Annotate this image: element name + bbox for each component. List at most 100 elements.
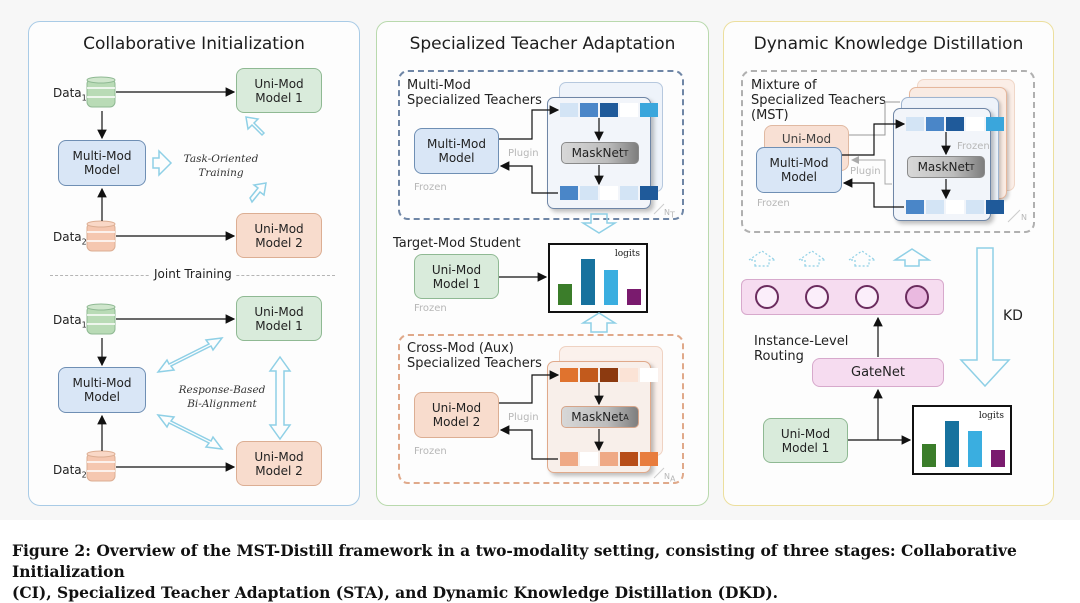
instance-level-routing-label: Instance-Level Routing: [754, 334, 849, 364]
feature-token: [640, 452, 658, 466]
panel-title: Collaborative Initialization: [83, 34, 305, 54]
logits-label: logits: [978, 411, 1004, 421]
feature-token: [600, 452, 618, 466]
feature-token: [986, 200, 1004, 214]
multimod-teachers-label: Multi-Mod Specialized Teachers: [407, 78, 542, 108]
gatenet-box: GateNet: [812, 358, 944, 387]
frozen-label: Frozen: [957, 141, 990, 152]
input-token-row: [906, 117, 1004, 131]
frozen-label: Frozen: [414, 446, 447, 457]
student-unimod-model-1-box: Uni-Mod Model 1: [763, 418, 848, 463]
outline-arrow-up: [580, 312, 618, 333]
outline-arrow-up-right: [249, 182, 267, 204]
unimod-model-2-box: Uni-Mod Model 2: [236, 441, 322, 486]
connector-overlay: [97, 87, 1021, 479]
arrow-multimod-to-tokens: [499, 105, 560, 140]
feature-token: [560, 452, 578, 466]
logit-bar: [581, 259, 595, 305]
data2-label: Data2: [53, 230, 87, 247]
unimod-model-1-box: Uni-Mod Model 1: [236, 296, 322, 341]
feature-token: [580, 186, 598, 200]
database-icon-orange: [86, 220, 116, 252]
unimod-model-1-box: Uni-Mod Model 1: [236, 68, 322, 113]
logit-bar: [945, 421, 959, 467]
arrow-tokens-to-multimod: [499, 161, 558, 194]
feature-token: [946, 117, 964, 131]
feature-token: [986, 117, 1004, 131]
outline-arrow-down: [580, 213, 618, 234]
stack-depth-indicator: [1007, 209, 1021, 223]
data2-label: Data2: [53, 463, 87, 480]
stack-count-label: N: [1021, 213, 1027, 222]
panel-title: Specialized Teacher Adaptation: [409, 34, 676, 54]
crossmod-teachers-group: [398, 334, 684, 484]
expert-gate-bar: [741, 279, 944, 315]
logits-chart-sta: logits: [548, 243, 648, 313]
feature-token: [560, 368, 578, 382]
feature-token: [640, 186, 658, 200]
arrow-tokens-to-unimod2: [499, 425, 558, 460]
arrow-multimod-to-tokens: [842, 119, 906, 156]
unimod-model-2-box: Uni-Mod Model 2: [236, 213, 322, 258]
data1-label: Data1: [53, 86, 87, 103]
input-token-row: [560, 368, 658, 382]
logit-bar: [991, 450, 1005, 467]
gate-circle-selected: [905, 285, 929, 309]
feature-token: [560, 103, 578, 117]
multimod-model-box: Multi-Mod Model: [414, 128, 499, 174]
crossmod-teachers-label: Cross-Mod (Aux) Specialized Teachers: [407, 341, 542, 371]
bidirectional-outline-arrow-vertical: [268, 355, 292, 441]
frozen-label: Frozen: [757, 198, 790, 209]
logits-chart-dkd: logits: [912, 405, 1012, 475]
bidirectional-outline-arrow-upper: [156, 337, 224, 373]
feature-token: [600, 103, 618, 117]
input-token-row: [560, 103, 658, 117]
stack-count-label: NA: [664, 472, 676, 484]
feature-token: [926, 117, 944, 131]
feature-token: [966, 200, 984, 214]
multimod-model-box: Multi-Mod Model: [756, 147, 842, 193]
database-icon-orange: [86, 450, 116, 482]
task-oriented-training-label: Task-Oriented Training: [183, 153, 259, 179]
multimod-model-box: Multi-Mod Model: [58, 367, 146, 413]
feature-token: [580, 452, 598, 466]
database-icon-green: [86, 76, 116, 108]
feature-token: [620, 186, 638, 200]
output-token-row: [560, 452, 658, 466]
feature-token: [966, 117, 984, 131]
arrow-tokens-to-multimod: [842, 178, 904, 208]
frozen-label: Frozen: [414, 182, 447, 193]
output-token-row: [560, 186, 658, 200]
bidirectional-outline-arrow-lower: [156, 414, 224, 450]
feature-token: [600, 368, 618, 382]
caption-line-1: Figure 2: Overview of the MST-Distill fr…: [12, 541, 1017, 581]
feature-token: [906, 200, 924, 214]
data1-label: Data1: [53, 313, 87, 330]
figure-caption: Figure 2: Overview of the MST-Distill fr…: [12, 540, 1072, 603]
gate-circle: [755, 285, 779, 309]
kd-label: KD: [1003, 308, 1023, 324]
logit-bar: [968, 431, 982, 467]
feature-token: [580, 368, 598, 382]
response-based-bi-alignment-label: Response-Based Bi-Alignment: [178, 384, 266, 410]
output-token-row: [906, 200, 1004, 214]
logits-label: logits: [614, 249, 640, 259]
stack-depth-indicator: [653, 203, 665, 215]
feature-token: [600, 186, 618, 200]
outline-arrow-up-left: [245, 116, 266, 137]
database-icon-green: [86, 303, 116, 335]
kd-outline-arrow-down: [959, 247, 1011, 388]
feature-token: [620, 103, 638, 117]
joint-training-label: Joint Training: [150, 267, 236, 281]
gate-circle: [805, 285, 829, 309]
student-unimod-model-1-box: Uni-Mod Model 1: [414, 254, 499, 299]
feature-token: [926, 200, 944, 214]
feature-token: [620, 452, 638, 466]
feature-token: [906, 117, 924, 131]
feature-token: [946, 200, 964, 214]
caption-line-2: (CI), Specialized Teacher Adaptation (ST…: [12, 583, 779, 602]
feature-token: [620, 368, 638, 382]
stack-depth-indicator: [653, 467, 665, 479]
logit-bar: [922, 444, 936, 467]
